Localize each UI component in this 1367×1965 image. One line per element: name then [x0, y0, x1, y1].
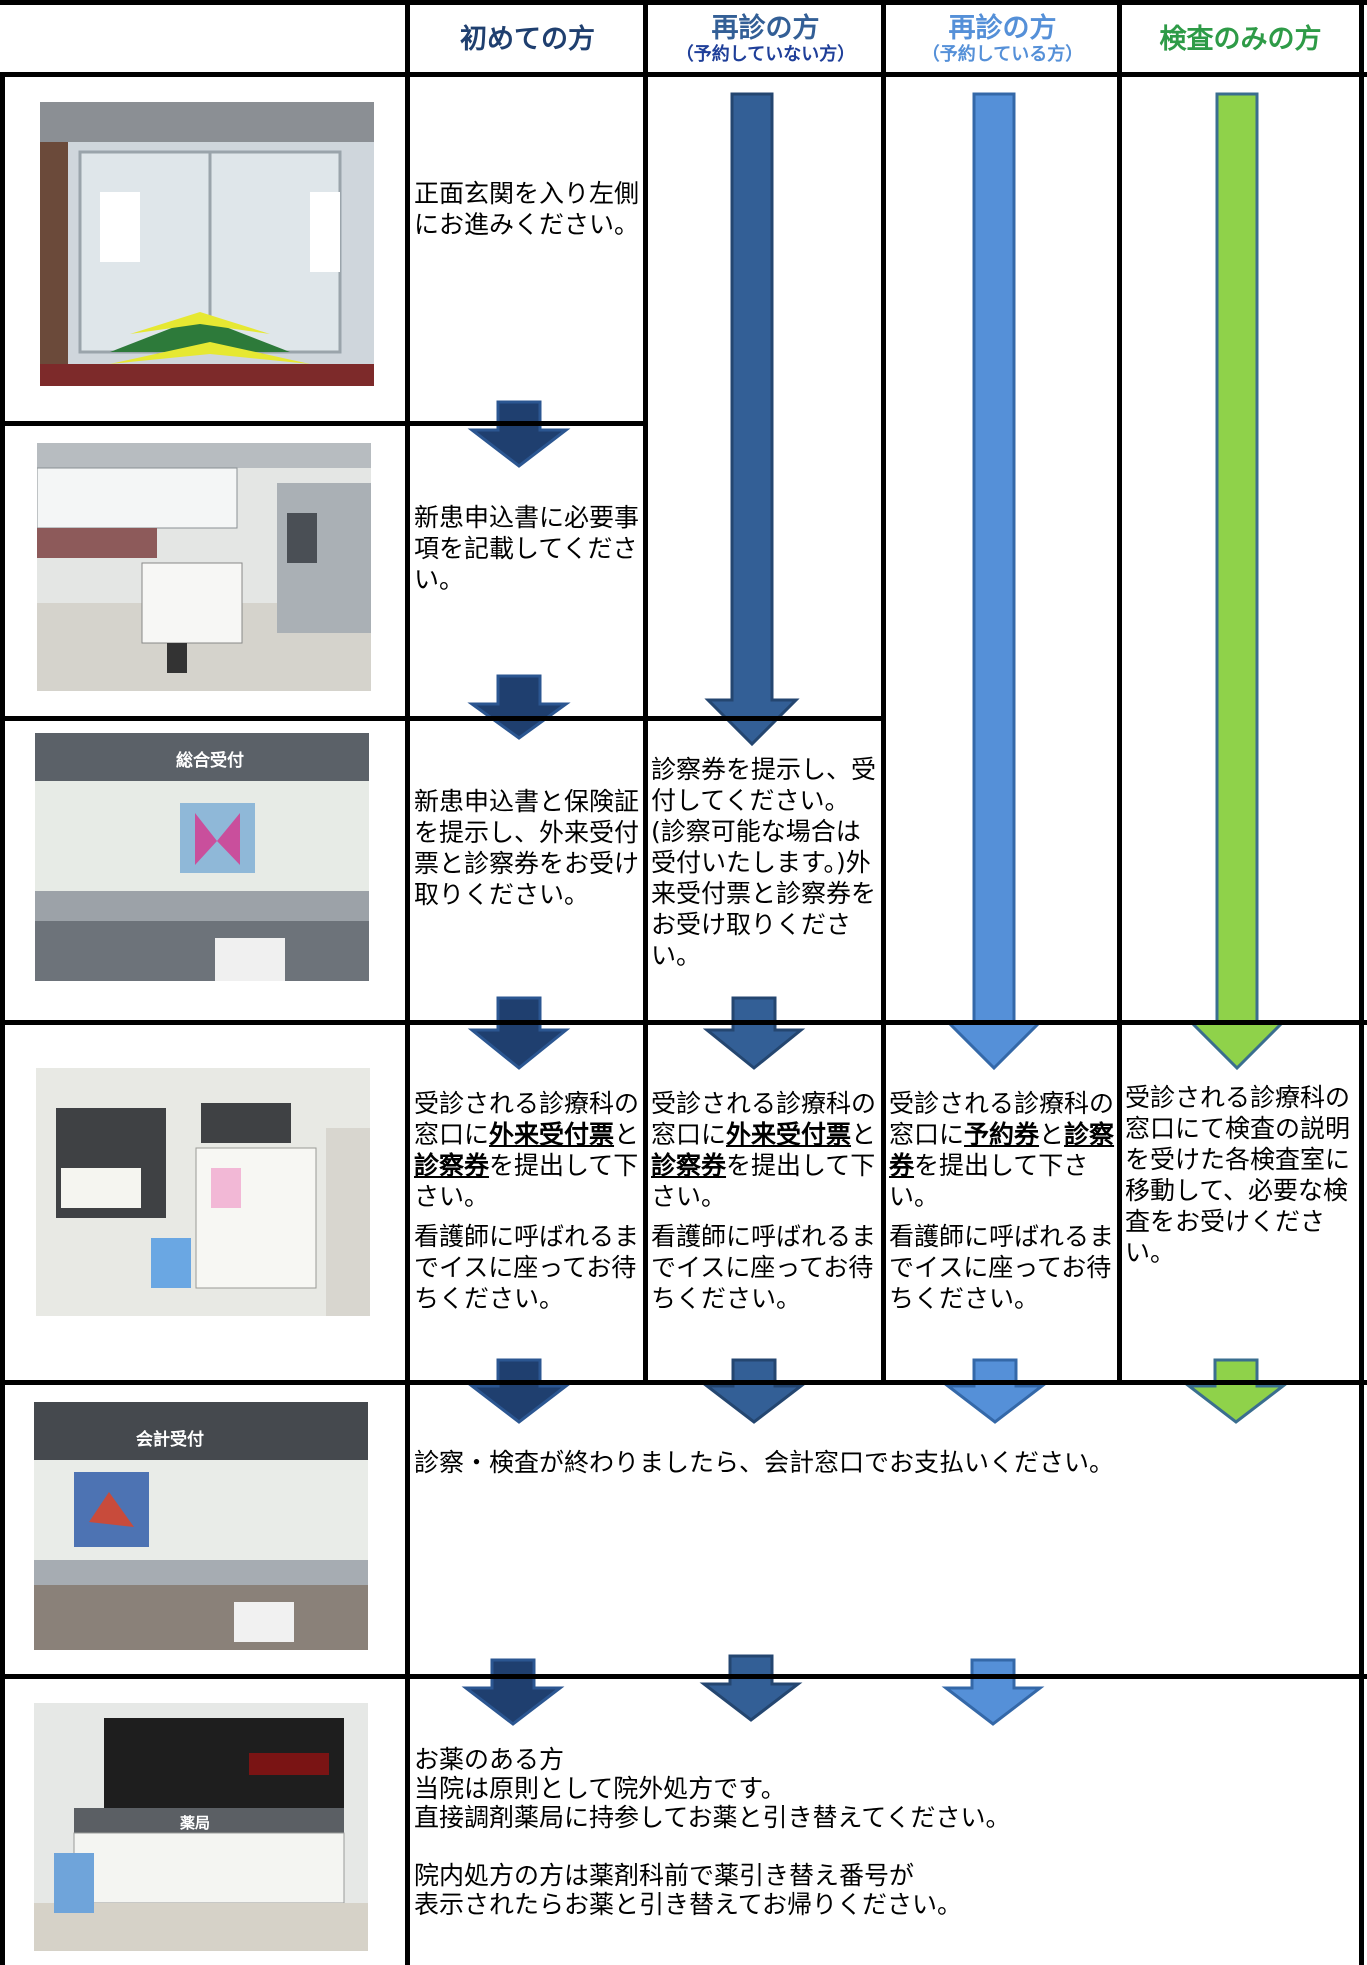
grid-line-row1 — [0, 421, 645, 426]
department-col1-instruction: 受診される診療科の窓口に外来受付票と診察券を提出して下さい。 — [414, 1088, 646, 1212]
header-revisit-reserved: 再診の方 （予約している方） — [886, 8, 1119, 72]
step-entrance-text: 正面玄関を入り左側にお進みください。 — [414, 179, 640, 239]
department-col1-pre: 受診される診療科の窓口に — [414, 1089, 640, 1149]
arrow-col1-1 — [467, 400, 571, 468]
arrow-col3-1 — [943, 1358, 1047, 1424]
department-col2: 受診される診療科の窓口に外来受付票と診察券を提出して下さい。 看護師に呼ばれるま… — [651, 1088, 883, 1314]
arrow-col2-3 — [699, 1654, 803, 1722]
header-revisit-reserved-title: 再診の方 — [948, 13, 1057, 45]
grid-line-col2 — [643, 0, 648, 1385]
arrow-col2-long — [704, 92, 800, 747]
arrow-col1-4 — [467, 1358, 571, 1424]
department-col3-mid: と — [1039, 1120, 1065, 1149]
arrow-col1-2 — [467, 674, 571, 740]
grid-line-left — [0, 72, 5, 1965]
step-reception-revisit-text: 診察券を提示し、受付してください。(診察可能な場合は受付いたします。)外来受付票… — [651, 755, 877, 970]
accounting-sign: 会計受付 — [136, 1430, 204, 1450]
department-col3-instruction: 受診される診療科の窓口に予約券と診察券を提出して下さい。 — [889, 1088, 1119, 1212]
header-exam-only: 検査のみの方 — [1122, 8, 1359, 72]
arrow-col3-2 — [941, 1658, 1045, 1726]
department-col3-pre: 受診される診療科の窓口に — [889, 1089, 1115, 1149]
header-exam-only-title: 検査のみの方 — [1159, 23, 1322, 55]
department-col1-mid: と — [614, 1120, 640, 1149]
arrow-col4-1 — [1184, 1358, 1288, 1424]
medicine-line2: 当院は原則として院外処方です。 — [414, 1774, 786, 1803]
department-col3-post: を提出して下さい。 — [889, 1151, 1089, 1211]
header-revisit-no-reservation-sub: （予約していない方） — [675, 43, 856, 65]
medicine-line4: 院内処方の方は薬剤科前で薬引き替え番号が — [414, 1861, 915, 1890]
pharmacy-sign: 薬局 — [179, 1814, 210, 1832]
department-col3-doc1: 予約券 — [964, 1120, 1040, 1149]
payment-text: 診察・検査が終わりましたら、会計窓口でお支払いください。 — [414, 1448, 1115, 1477]
department-col2-mid: と — [851, 1120, 877, 1149]
department-col2-instruction: 受診される診療科の窓口に外来受付票と診察券を提出して下さい。 — [651, 1088, 883, 1212]
header-revisit-no-reservation: 再診の方 （予約していない方） — [648, 8, 883, 72]
department-col2-doc1: 外来受付票 — [726, 1120, 852, 1149]
grid-line-row2 — [0, 716, 886, 721]
header-first-visit-title: 初めての方 — [460, 23, 595, 55]
grid-line-row5 — [0, 1674, 1367, 1679]
department-col2-post: を提出して下さい。 — [651, 1151, 876, 1211]
header-revisit-no-reservation-title: 再診の方 — [711, 13, 820, 45]
pharmacy-photo — [34, 1703, 368, 1951]
department-col1-wait: 看護師に呼ばれるまでイスに座ってお待ちください。 — [414, 1222, 640, 1313]
department-col1: 受診される診療科の窓口に外来受付票と診察券を提出して下さい。 看護師に呼ばれるま… — [414, 1088, 646, 1314]
medicine-line3: 直接調剤薬局に持参してお薬と引き替えてください。 — [414, 1803, 1011, 1832]
entrance-photo — [40, 102, 374, 386]
grid-line-row3 — [0, 1020, 1367, 1025]
grid-line-row4 — [0, 1380, 1367, 1385]
grid-line-col4 — [1117, 0, 1122, 1385]
department-col2-doc2: 診察券 — [651, 1151, 727, 1180]
lobby-photo — [37, 443, 371, 691]
grid-line-header — [0, 72, 1367, 77]
department-col2-pre: 受診される診療科の窓口に — [651, 1089, 877, 1149]
arrow-col2-1 — [702, 996, 806, 1070]
step-reception-new-text: 新患申込書と保険証を提示し、外来受付票と診察券をお受け取りください。 — [414, 787, 640, 909]
department-col1-doc1: 外来受付票 — [489, 1120, 615, 1149]
arrow-col1-5 — [461, 1658, 565, 1726]
department-col3-doc2: 診察券 — [889, 1120, 1115, 1180]
grid-line-col3 — [881, 0, 886, 1385]
arrow-col1-3 — [467, 996, 571, 1070]
grid-line-top — [0, 0, 1367, 5]
reception-sign: 総合受付 — [176, 751, 244, 771]
department-col3: 受診される診療科の窓口に予約券と診察券を提出して下さい。 看護師に呼ばれるまでイ… — [889, 1088, 1119, 1314]
header-first-visit: 初めての方 — [410, 8, 645, 72]
department-col1-doc2: 診察券 — [414, 1151, 490, 1180]
arrow-col2-2 — [702, 1358, 806, 1424]
medicine-text: お薬のある方 当院は原則として院外処方です。 直接調剤薬局に持参してお薬と引き替… — [414, 1745, 1344, 1919]
department-col1-post: を提出して下さい。 — [414, 1151, 639, 1211]
arrow-col4-long — [1187, 92, 1287, 1071]
step-form-text: 新患申込書に必要事項を記載してください。 — [414, 503, 640, 594]
header-revisit-reserved-sub: （予約している方） — [921, 43, 1084, 65]
accounting-photo — [34, 1402, 368, 1650]
clinic-window-photo — [36, 1068, 370, 1316]
department-exam-only: 受診される診療科の窓口にて検査の説明を受けた各検査室に移動して、必要な検査をお受… — [1125, 1083, 1351, 1267]
grid-line-right — [1359, 0, 1364, 1965]
department-col2-wait: 看護師に呼ばれるまでイスに座ってお待ちください。 — [651, 1222, 877, 1313]
grid-line-photo-col — [405, 0, 410, 1965]
arrow-col3-long — [944, 92, 1044, 1071]
medicine-line5: 表示されたらお薬と引き替えてお帰りください。 — [414, 1890, 963, 1919]
department-col3-wait: 看護師に呼ばれるまでイスに座ってお待ちください。 — [889, 1222, 1115, 1313]
reception-photo — [35, 733, 369, 981]
medicine-line1: お薬のある方 — [414, 1745, 565, 1774]
